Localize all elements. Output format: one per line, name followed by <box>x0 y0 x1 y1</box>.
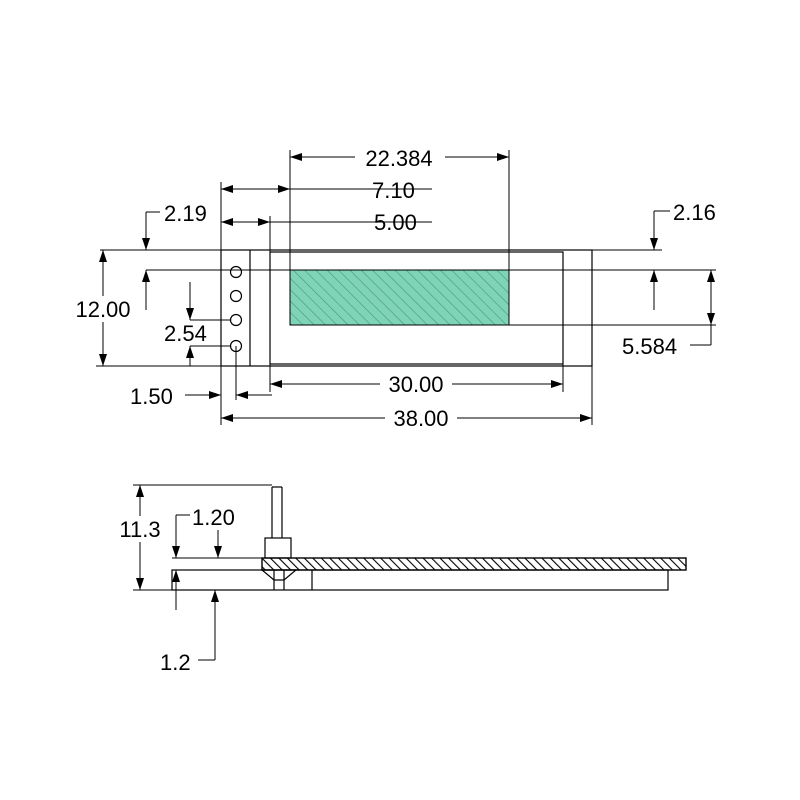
dim-glass-thickness-label: 1.2 <box>160 650 191 675</box>
dim-left-margin: 2.19 <box>100 201 290 310</box>
dim-pin-pitch: 2.54 <box>164 282 230 366</box>
dim-active-offset-x-label: 7.10 <box>372 178 415 203</box>
dim-glass-thickness: 1.2 <box>160 590 219 675</box>
side-view: 11.3 1.20 1.2 <box>108 484 687 675</box>
dim-total-height-label: 12.00 <box>75 297 130 322</box>
dim-total-width: 38.00 <box>221 366 593 431</box>
dim-active-height: 5.584 <box>509 270 716 359</box>
dim-side-total-height: 11.3 <box>108 484 272 591</box>
pin-hole-1 <box>229 265 243 279</box>
dim-pin-pitch-label: 2.54 <box>164 321 207 346</box>
dim-right-margin: 2.16 <box>509 200 716 310</box>
dim-total-height: 12.00 <box>68 250 221 367</box>
dim-left-margin-label: 2.19 <box>164 201 207 226</box>
dim-active-width-label: 22.384 <box>365 146 432 171</box>
dim-pin-offset-x: 1.50 <box>130 346 272 425</box>
top-view: 22.384 7.10 5.00 2.19 <box>68 144 716 431</box>
dim-pcb-thickness-label: 1.20 <box>192 505 235 530</box>
viewing-area <box>269 251 564 365</box>
solder-joint <box>260 569 298 581</box>
dim-viewing-offset-x-label: 5.00 <box>374 210 417 235</box>
module-outline <box>220 249 593 367</box>
dim-pin-offset-x-label: 1.50 <box>130 384 173 409</box>
dim-pcb-thickness: 1.20 <box>172 505 262 610</box>
glass-panel <box>171 569 669 591</box>
dim-viewing-width-label: 30.00 <box>388 372 443 397</box>
pin-hole-2 <box>229 289 243 303</box>
dim-viewing-offset-x: 5.00 <box>221 210 432 252</box>
dim-right-margin-label: 2.16 <box>673 200 716 225</box>
dim-active-width: 22.384 <box>289 144 510 270</box>
dim-active-height-label: 5.584 <box>622 334 677 359</box>
dim-total-width-label: 38.00 <box>393 406 448 431</box>
dim-side-total-height-label: 11.3 <box>119 517 160 542</box>
header-housing <box>264 537 292 559</box>
pin-hole-3 <box>229 313 243 327</box>
dim-active-offset-x: 7.10 <box>220 178 432 250</box>
active-area <box>289 269 510 326</box>
pcb-layer <box>261 557 687 571</box>
dim-viewing-width: 30.00 <box>269 364 564 397</box>
